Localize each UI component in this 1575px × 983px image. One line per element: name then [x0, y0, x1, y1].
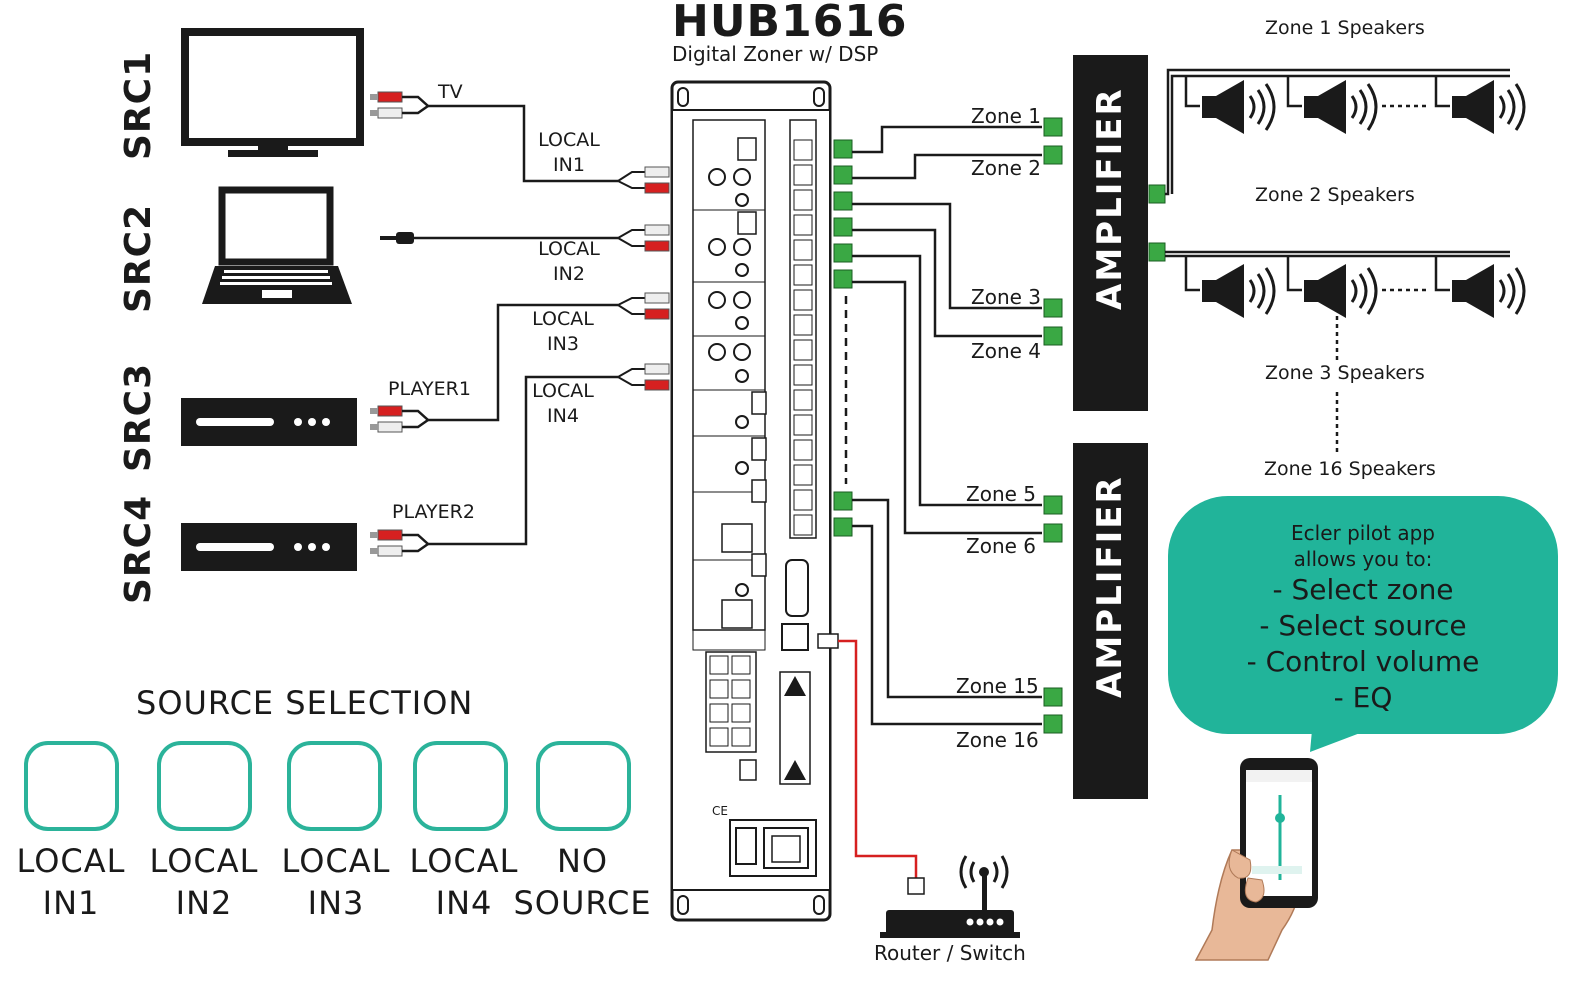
ethernet-plug	[817, 633, 839, 649]
hub-title: HUB1616	[672, 0, 908, 47]
zone1-speakers-label: Zone 1 Speakers	[1265, 17, 1425, 39]
local-in2-line2: IN2	[553, 263, 585, 285]
zone1-label: Zone 1	[971, 104, 1041, 128]
player1-icon	[181, 398, 357, 446]
zone2-label: Zone 2	[971, 156, 1041, 180]
tv-label: TV	[438, 81, 463, 103]
zone4-label: Zone 4	[971, 339, 1041, 363]
zone2-speakers-label: Zone 2 Speakers	[1255, 184, 1415, 206]
zone15-label: Zone 15	[956, 674, 1039, 698]
local-in4-line1: LOCAL	[532, 380, 594, 402]
select-no-source-button[interactable]	[536, 741, 631, 831]
select-local-in1-line1: LOCAL	[16, 842, 126, 880]
speaker-icons	[1202, 80, 1494, 318]
zone5-label: Zone 5	[966, 482, 1036, 506]
zone6-label: Zone 6	[966, 534, 1036, 558]
laptop-icon	[202, 186, 352, 304]
speaker-icon	[1452, 80, 1494, 134]
bubble-tail	[1310, 730, 1368, 752]
select-local-in2-line2: IN2	[175, 884, 233, 922]
select-local-in1-line2: IN1	[42, 884, 100, 922]
input-cables	[402, 95, 618, 553]
amplifier-1	[1073, 55, 1148, 411]
local-in3-line1: LOCAL	[532, 308, 594, 330]
amplifier-2-label: AMPLIFIER	[1090, 475, 1130, 698]
select-local-in3-line1: LOCAL	[281, 842, 391, 880]
select-local-in4-line2: IN4	[435, 884, 493, 922]
select-local-in1-label: LOCAL IN1	[12, 840, 130, 924]
zone3-label: Zone 3	[971, 285, 1041, 309]
select-local-in4-label: LOCAL IN4	[405, 840, 523, 924]
player2-icon	[181, 523, 357, 571]
select-local-in3-button[interactable]	[287, 741, 382, 831]
select-local-in4-button[interactable]	[413, 741, 508, 831]
amp-input-terminals	[1043, 117, 1063, 734]
src3-label: SRC3	[118, 362, 159, 472]
app-info-bubble: Ecler pilot app allows you to: - Select …	[1168, 496, 1558, 734]
app-feature-control-volume: - Control volume	[1246, 645, 1480, 678]
select-local-in2-button[interactable]	[157, 741, 252, 831]
src2-label: SRC2	[118, 203, 159, 313]
speaker-icon	[1202, 264, 1244, 318]
app-intro-line2: allows you to:	[1293, 547, 1433, 571]
app-intro-line1: Ecler pilot app	[1291, 521, 1435, 545]
phone-hand-icon	[1194, 758, 1318, 961]
hub1616-panel: CE	[670, 80, 832, 922]
select-local-in4-line1: LOCAL	[409, 842, 519, 880]
local-in4-label: LOCAL IN4	[528, 379, 598, 429]
player1-label: PLAYER1	[388, 378, 471, 400]
select-local-in2-label: LOCAL IN2	[145, 840, 263, 924]
router-icon	[880, 855, 1020, 938]
select-no-source-label: NO SOURCE	[510, 840, 655, 924]
zone3-speakers-label: Zone 3 Speakers	[1265, 362, 1425, 384]
router-switch-label: Router / Switch	[874, 941, 1026, 965]
zone-cables	[852, 125, 1042, 726]
local-in4-line2: IN4	[547, 405, 579, 427]
amplifier-1-label: AMPLIFIER	[1090, 87, 1130, 310]
local-in1-line2: IN1	[553, 154, 585, 176]
svg-text:CE: CE	[712, 804, 728, 818]
src4-label: SRC4	[118, 494, 159, 604]
local-in1-label: LOCAL IN1	[534, 128, 604, 178]
tv-icon	[181, 28, 364, 157]
amplifier-2	[1073, 443, 1148, 799]
speaker-continuation	[1335, 104, 1430, 452]
local-in2-label: LOCAL IN2	[534, 237, 604, 287]
local-in3-line2: IN3	[547, 333, 579, 355]
select-no-source-line2: SOURCE	[513, 884, 652, 922]
hub-subtitle: Digital Zoner w/ DSP	[672, 42, 879, 66]
hub-output-terminals	[833, 139, 853, 537]
local-in2-line1: LOCAL	[538, 238, 600, 260]
speaker-icon	[1304, 264, 1346, 318]
local-in3-label: LOCAL IN3	[528, 307, 598, 357]
network-cable	[838, 639, 918, 878]
hub-rca-plugs	[617, 166, 670, 391]
speaker-icon	[1452, 264, 1494, 318]
speaker-icon	[1202, 80, 1244, 134]
select-local-in1-button[interactable]	[24, 741, 119, 831]
app-feature-eq: - EQ	[1333, 681, 1393, 714]
select-local-in3-label: LOCAL IN3	[277, 840, 395, 924]
src1-label: SRC1	[118, 50, 159, 160]
zone16-speakers-label: Zone 16 Speakers	[1264, 458, 1436, 480]
select-local-in3-line2: IN3	[307, 884, 365, 922]
speaker-cables	[1165, 68, 1510, 292]
speaker-icon	[1304, 80, 1346, 134]
local-in1-line1: LOCAL	[538, 129, 600, 151]
source-selection-title: SOURCE SELECTION	[136, 684, 474, 722]
select-no-source-line1: NO	[556, 842, 609, 880]
zone16-label: Zone 16	[956, 728, 1039, 752]
rca-plugs-src	[370, 91, 414, 557]
select-local-in2-line1: LOCAL	[149, 842, 259, 880]
amp-output-terminals	[1148, 184, 1166, 262]
app-feature-select-zone: - Select zone	[1272, 573, 1454, 606]
app-feature-select-source: - Select source	[1259, 609, 1467, 642]
player2-label: PLAYER2	[392, 501, 475, 523]
sound-waves	[1248, 83, 1526, 315]
